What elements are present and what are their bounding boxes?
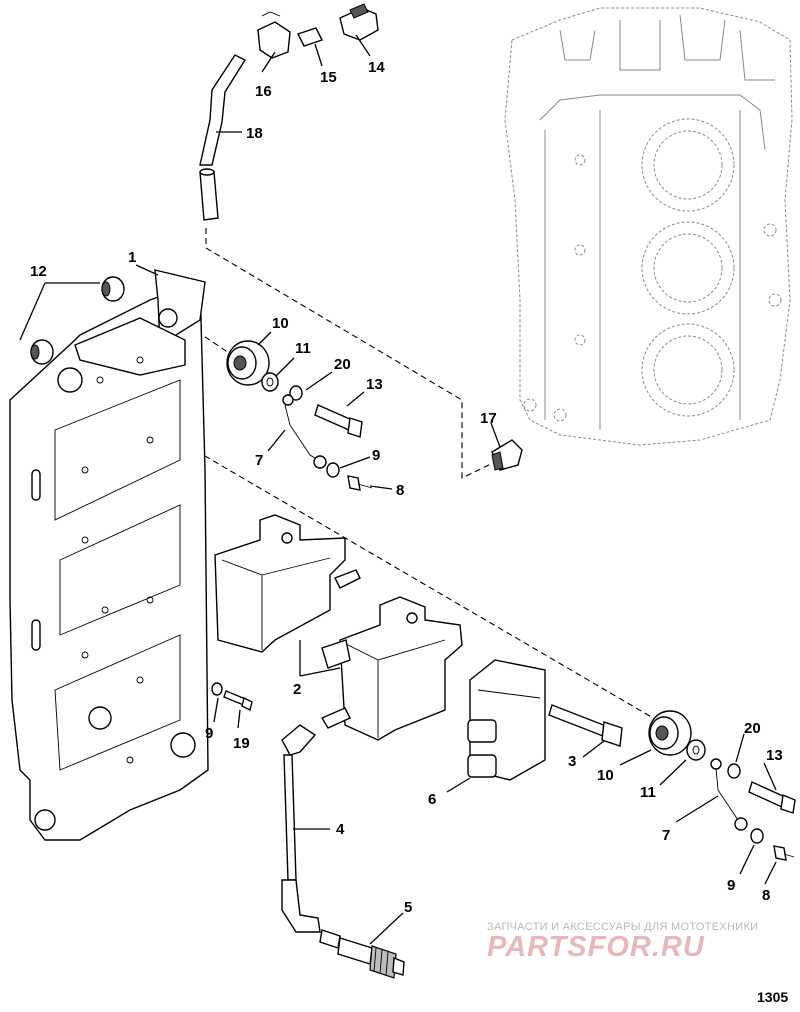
callout-13-upper: 13 [366,376,383,393]
callout-9-left: 9 [205,725,213,742]
screw-part-19 [223,690,253,712]
washer-part-20-upper [289,385,303,401]
ignition-coil-lower [320,596,463,741]
hose-part-18 [199,54,247,221]
ignition-coil-upper [214,514,361,653]
callout-10-upper: 10 [272,315,289,332]
engine-block-ghost [504,7,793,446]
callout-1: 1 [128,249,136,266]
washer-part-9-upper [326,462,340,478]
washer-part-9-lower [750,828,764,844]
callout-18: 18 [246,125,263,142]
washer-part-20-lower [727,763,741,779]
callout-14: 14 [368,59,385,76]
leader-lines [19,34,777,945]
bolt-part-13-lower [748,781,796,814]
callout-17: 17 [480,410,497,427]
spark-plug-part-5 [319,929,405,979]
watermark-tagline: ЗАПЧАСТИ И АКСЕССУАРЫ ДЛЯ МОТОТЕХНИКИ [487,921,759,933]
diagram-number: 1305 [757,989,789,1005]
callout-12: 12 [30,263,47,280]
washer-part-9-left [211,682,223,696]
ground-wire-part-7-upper [282,394,327,469]
bolt-part-3 [548,704,623,747]
screw-part-8-upper [347,475,373,491]
callout-13-lower: 13 [766,747,783,764]
callout-2: 2 [293,681,301,698]
grommet-part-12 [30,276,125,365]
callout-19: 19 [233,735,250,752]
washer-part-11-lower [686,739,706,761]
callout-20-upper: 20 [334,356,351,373]
callout-11-upper: 11 [295,340,311,357]
callout-10-lower: 10 [597,767,614,784]
callout-8-upper: 8 [396,482,404,499]
washer-part-11-upper [261,372,279,392]
fitting-part-14 [339,3,379,41]
callout-16: 16 [255,83,272,100]
callout-9-upper: 9 [372,447,380,464]
callout-8-lower: 8 [762,887,770,904]
callout-20-lower: 20 [744,720,761,737]
callout-5: 5 [404,899,412,916]
callout-15: 15 [320,69,337,86]
screw-part-8-lower [773,845,795,861]
callout-6: 6 [428,791,436,808]
callout-4: 4 [336,821,345,838]
ground-wire-part-7-lower [710,758,748,831]
bolt-part-13-upper [314,404,363,438]
callout-11-lower: 11 [640,784,656,801]
grommet-part-10-upper [226,340,270,386]
callout-7-lower: 7 [662,827,670,844]
mounting-bracket [9,269,209,841]
fitting-part-15 [297,27,323,47]
callout-3: 3 [568,753,576,770]
module-part-6 [467,659,546,781]
elbow-fitting-part-17 [491,439,523,471]
callout-9-lower: 9 [727,877,735,894]
watermark-logo: PARTSFOR.RU [487,931,705,963]
callout-7-upper: 7 [255,452,263,469]
callout-labels: 1 12 16 15 14 18 10 11 20 13 7 9 8 17 2 … [30,59,783,916]
grommet-part-10-lower [648,710,692,756]
hose-clamp-part-16 [257,11,291,59]
spark-plug-lead-part-4 [281,724,321,933]
